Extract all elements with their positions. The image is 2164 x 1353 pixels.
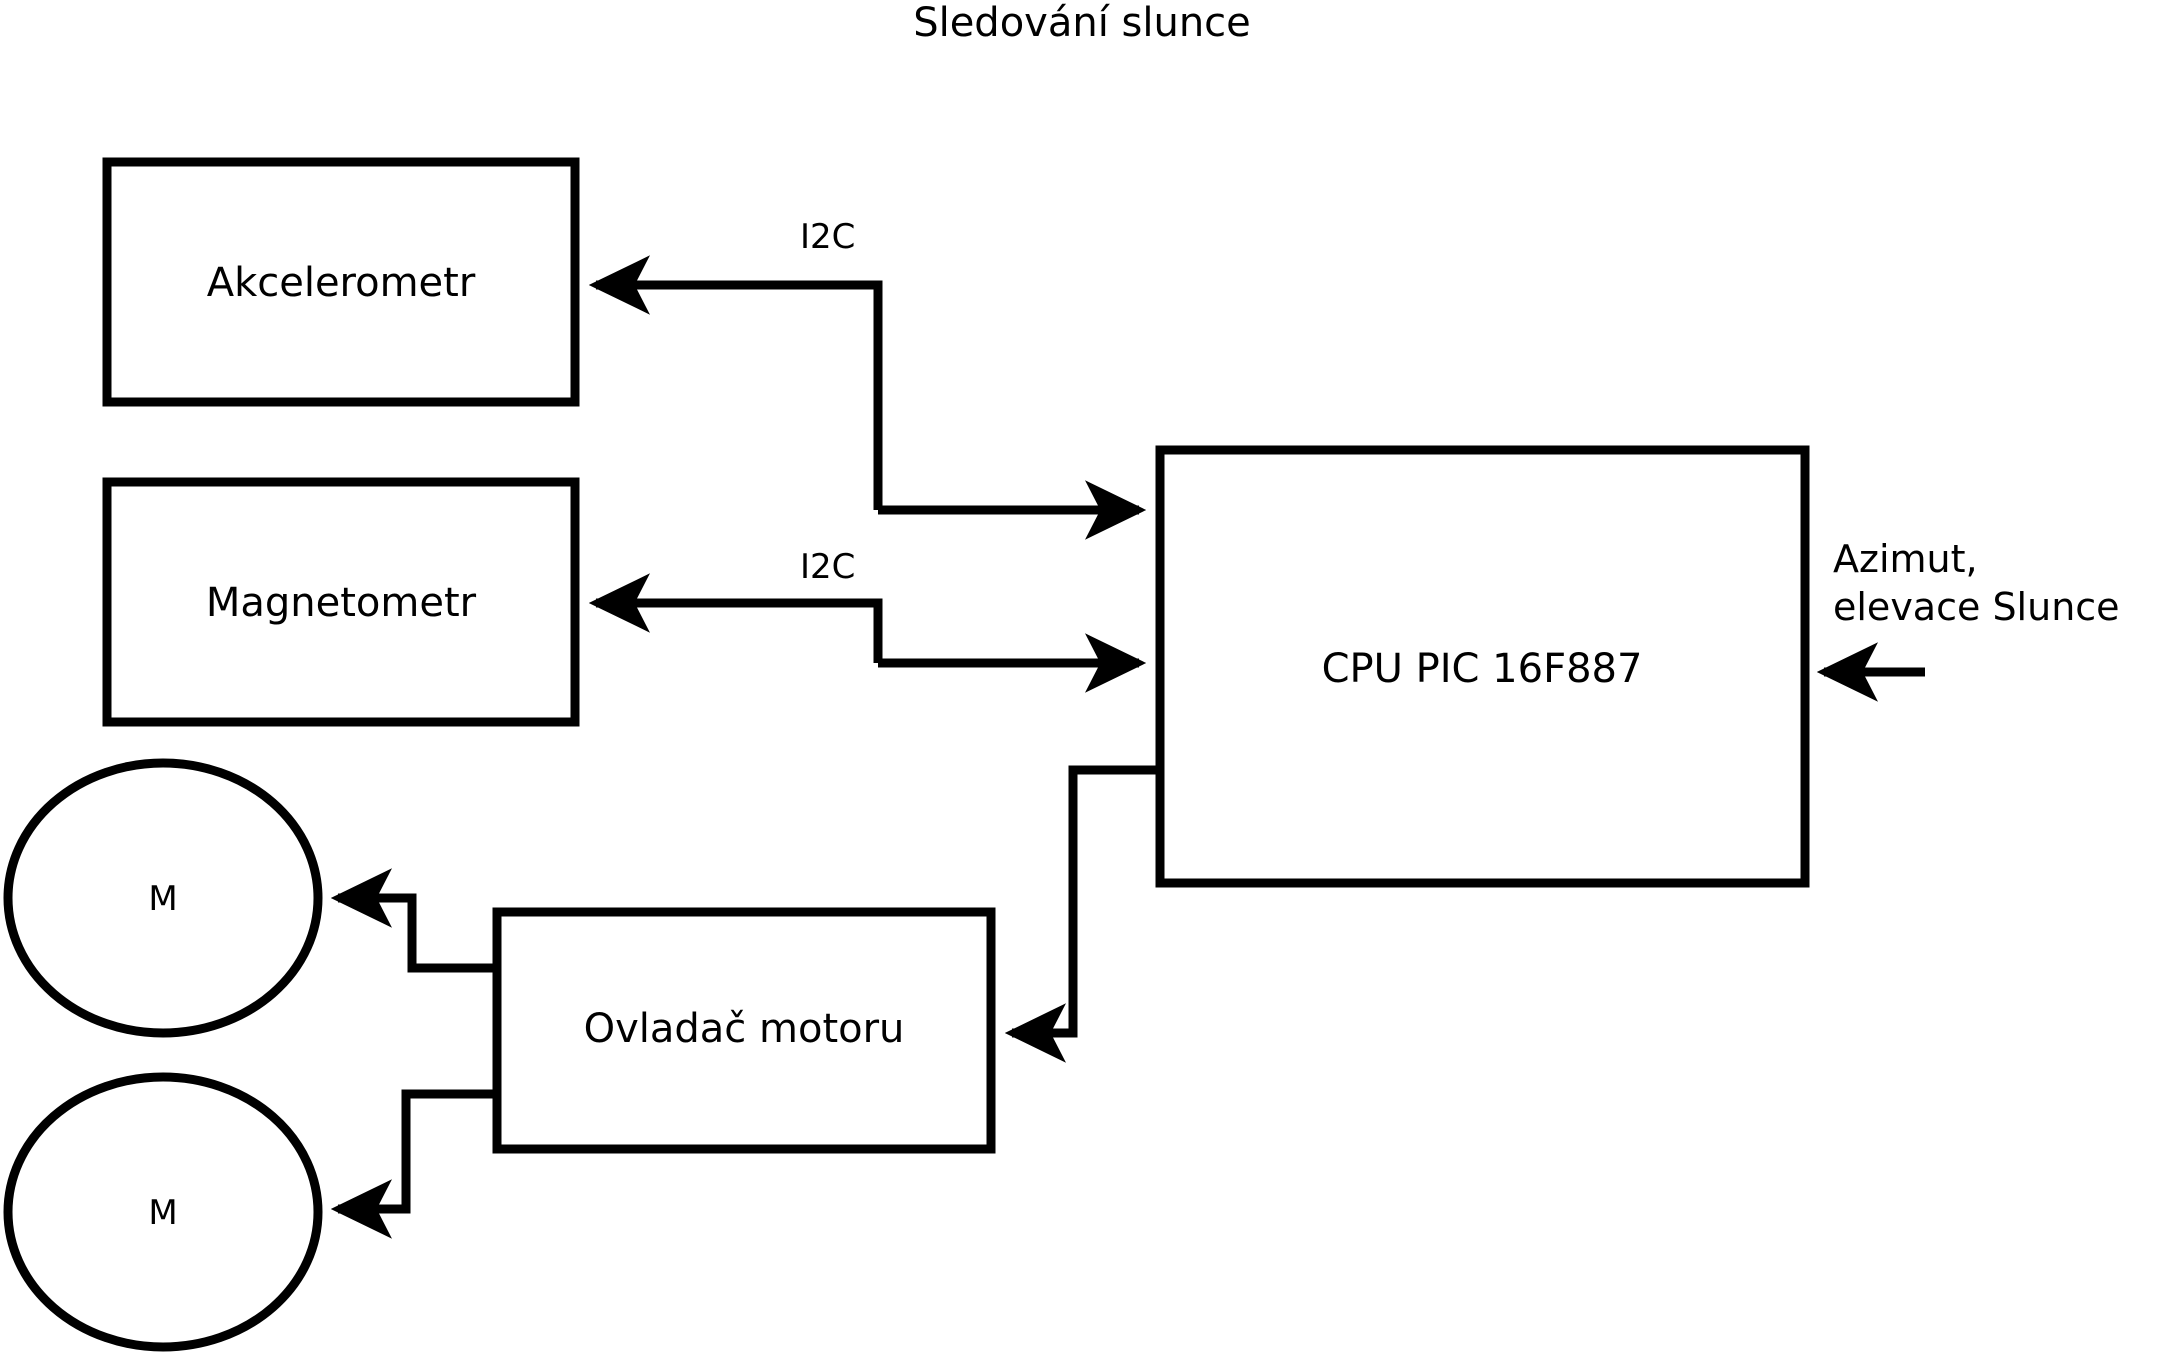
block-motor-bottom[interactable]: M xyxy=(3,1072,323,1352)
motor-top-circle[interactable] xyxy=(3,758,323,1038)
edge-label-i2c-accelerometer: I2C xyxy=(800,217,855,257)
sun-input-label-line1: Azimut, xyxy=(1833,537,1978,581)
motor-bottom-circle[interactable] xyxy=(3,1072,323,1352)
block-magnetometer[interactable]: Magnetometr xyxy=(102,477,580,727)
edge-motor-driver-to-motor-top xyxy=(330,868,497,973)
magnetometer-box[interactable] xyxy=(102,477,580,727)
cpu-label: CPU PIC 16F887 xyxy=(1322,646,1643,692)
edge-cpu-to-accelerometer xyxy=(588,255,883,510)
magnetometer-label: Magnetometr xyxy=(206,580,477,626)
edge-cpu-to-magnetometer xyxy=(588,573,883,663)
block-cpu[interactable]: CPU PIC 16F887 xyxy=(1155,445,1810,888)
accelerometer-label: Akcelerometr xyxy=(207,260,476,306)
edge-motor-driver-to-motor-bottom xyxy=(330,1089,497,1239)
edge-cpu-to-motor-driver xyxy=(1004,765,1160,1063)
cpu-box[interactable] xyxy=(1155,445,1810,888)
motor-top-label: M xyxy=(148,879,177,919)
motor-driver-label: Ovladač motoru xyxy=(584,1006,905,1052)
edge-label-i2c-magnetometer: I2C xyxy=(800,547,855,587)
page-title: Sledování slunce xyxy=(913,0,1251,46)
sun-input-label-line2: elevace Slunce xyxy=(1833,585,2120,629)
block-accelerometer[interactable]: Akcelerometr xyxy=(102,157,580,407)
motor-bottom-label: M xyxy=(148,1193,177,1233)
block-motor-top[interactable]: M xyxy=(3,758,323,1038)
accelerometer-box[interactable] xyxy=(102,157,580,407)
block-motor-driver[interactable]: Ovladač motoru xyxy=(492,907,996,1154)
motor-driver-box[interactable] xyxy=(492,907,996,1154)
